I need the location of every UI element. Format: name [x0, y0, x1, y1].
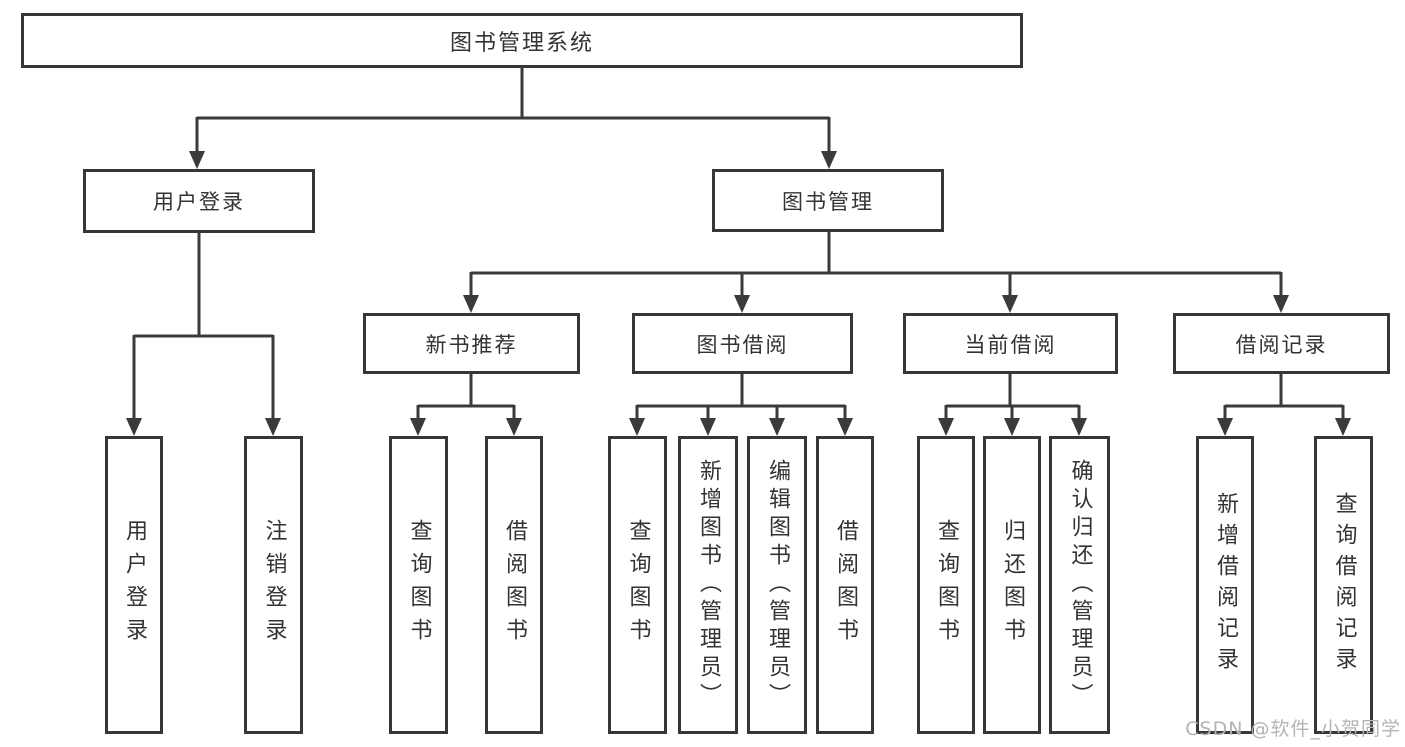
- csdn-watermark: CSDN @软件_小贺同学: [1185, 718, 1401, 740]
- leaf-confirm-return-admin: 确认归还（管理员）: [1049, 436, 1110, 734]
- node-book-borrow: 图书借阅: [632, 313, 853, 374]
- leaf-query-books-1: 查询图书: [389, 436, 448, 734]
- leaf-edit-books-admin: 编辑图书（管理员）: [747, 436, 807, 734]
- node-label: 图书借阅: [696, 332, 789, 357]
- node-label: 新增图书（管理员）: [696, 459, 721, 711]
- leaf-add-borrow-record: 新增借阅记录: [1196, 436, 1254, 734]
- leaf-query-books-2: 查询图书: [608, 436, 667, 734]
- leaf-logout: 注销登录: [244, 436, 303, 734]
- node-book-management: 图书管理: [712, 169, 944, 232]
- node-label: 借阅图书: [833, 519, 858, 651]
- node-label: 借阅图书: [502, 519, 527, 651]
- arrow-down-icons: [126, 151, 1351, 436]
- node-label: 查询借阅记录: [1331, 492, 1357, 678]
- node-label: 查询图书: [934, 519, 959, 651]
- node-new-book-recommend: 新书推荐: [363, 313, 580, 374]
- node-library-management-system: 图书管理系统: [21, 13, 1023, 68]
- node-label: 借阅记录: [1235, 332, 1328, 357]
- node-user-login: 用户登录: [83, 169, 315, 233]
- leaf-return-books: 归还图书: [983, 436, 1041, 734]
- node-label: 查询图书: [625, 519, 651, 651]
- node-current-borrow: 当前借阅: [903, 313, 1118, 374]
- node-label: 图书管理: [782, 189, 874, 214]
- node-borrow-records: 借阅记录: [1173, 313, 1390, 374]
- node-label: 归还图书: [1000, 519, 1025, 651]
- node-label: 图书管理系统: [449, 30, 594, 56]
- node-label: 用户登录: [122, 519, 147, 651]
- node-label: 编辑图书（管理员）: [765, 459, 790, 711]
- leaf-add-books-admin: 新增图书（管理员）: [678, 436, 738, 734]
- node-label: 新书推荐: [425, 332, 518, 357]
- node-label: 查询图书: [406, 519, 432, 651]
- leaf-query-borrow-record: 查询借阅记录: [1314, 436, 1373, 734]
- node-label: 用户登录: [153, 190, 245, 214]
- node-label: 当前借阅: [964, 332, 1057, 357]
- node-label: 确认归还（管理员）: [1067, 459, 1093, 711]
- node-label: 注销登录: [261, 519, 287, 651]
- leaf-user-login: 用户登录: [105, 436, 163, 734]
- leaf-borrow-books-2: 借阅图书: [816, 436, 874, 734]
- leaf-borrow-books-1: 借阅图书: [485, 436, 543, 734]
- leaf-query-books-3: 查询图书: [917, 436, 975, 734]
- node-label: 新增借阅记录: [1213, 492, 1238, 678]
